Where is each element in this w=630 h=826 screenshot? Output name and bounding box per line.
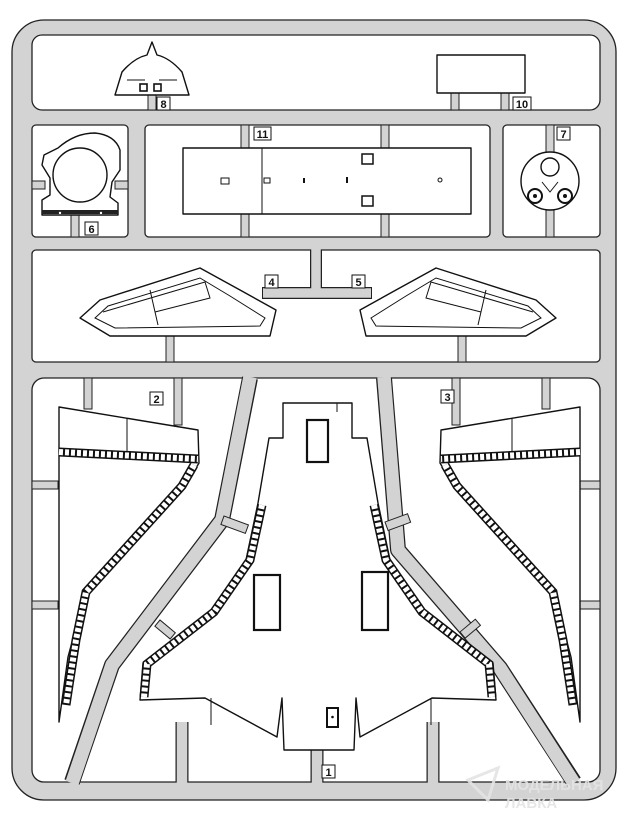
part-label-1: 1	[321, 764, 336, 779]
part-4-canopy	[79, 267, 277, 337]
part-8-nose-cap	[114, 41, 190, 96]
part-11-bay-panel	[182, 147, 472, 215]
part-number: 1	[325, 767, 331, 779]
part-label-10: 10	[512, 96, 532, 111]
part-2-wing	[58, 406, 200, 723]
part-label-3: 3	[440, 389, 455, 404]
part-number: 7	[560, 129, 566, 141]
part-number: 11	[257, 129, 269, 141]
watermark-logo: МОДЕЛЬНАЯ ЛАВКА	[465, 765, 603, 812]
part-10-panel	[436, 54, 526, 94]
watermark-line1: МОДЕЛЬНАЯ	[505, 777, 603, 794]
part-5-canopy	[359, 267, 557, 337]
part-label-7: 7	[556, 126, 571, 141]
part-7-engine-mount	[520, 151, 580, 211]
watermark-line2: ЛАВКА	[505, 795, 557, 812]
part-6-bulkhead	[41, 132, 121, 216]
diagonal-runners	[64, 249, 581, 787]
part-label-5: 5	[351, 274, 366, 289]
part-number: 4	[268, 277, 275, 289]
part-3-wing	[439, 406, 581, 723]
part-number: 2	[153, 394, 159, 406]
part-label-4: 4	[264, 274, 279, 289]
part-label-6: 6	[84, 221, 99, 236]
part-number: 10	[516, 99, 528, 111]
part-1-orbiter-underside	[139, 402, 497, 751]
part-number: 3	[444, 392, 450, 404]
part-number: 8	[160, 99, 166, 111]
part-label-11: 11	[253, 126, 272, 141]
part-label-2: 2	[149, 391, 164, 406]
part-label-8: 8	[156, 96, 171, 111]
sprue-gates	[31, 92, 601, 640]
part-number: 6	[88, 224, 94, 236]
part-number: 5	[355, 277, 361, 289]
